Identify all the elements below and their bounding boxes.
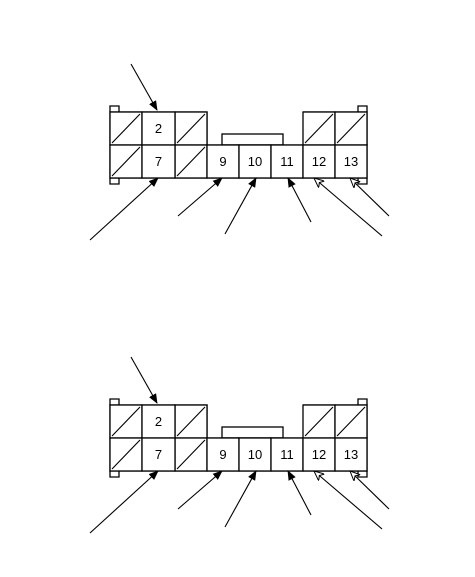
pin-arrow-12 bbox=[314, 178, 383, 237]
latch-left-top bbox=[109, 398, 120, 405]
pin-arrow-2 bbox=[130, 63, 158, 111]
pin-label-13: 13 bbox=[344, 154, 358, 169]
blank-cell-slash bbox=[176, 406, 206, 437]
pin-cell bbox=[270, 144, 304, 179]
blank-cell-slash bbox=[111, 439, 141, 470]
pin-arrow-12 bbox=[314, 471, 383, 530]
latch-left-bottom bbox=[109, 471, 120, 478]
pin-cell bbox=[141, 111, 176, 146]
connector-upper: 2 7 9 10 11 12 13 bbox=[89, 63, 390, 241]
pin-label-2: 2 bbox=[155, 414, 162, 429]
latch-right-bottom bbox=[357, 471, 368, 478]
blank-cell-slash bbox=[111, 113, 141, 144]
pin-arrow-9 bbox=[177, 470, 223, 510]
pin-arrow-7 bbox=[89, 177, 159, 241]
blank-cell-slash bbox=[304, 113, 334, 144]
pin-label-9: 9 bbox=[219, 154, 226, 169]
pin-label-11: 11 bbox=[280, 447, 294, 462]
pin-arrow-7 bbox=[89, 470, 159, 534]
pin-label-10: 10 bbox=[248, 447, 262, 462]
latch-right-bottom bbox=[357, 178, 368, 185]
pin-label-11: 11 bbox=[280, 154, 294, 169]
pin-label-12: 12 bbox=[312, 154, 326, 169]
pin-cell bbox=[141, 144, 176, 179]
pin-cell bbox=[141, 404, 176, 439]
pin-cell bbox=[238, 437, 272, 472]
center-tab bbox=[221, 133, 284, 146]
pin-label-12: 12 bbox=[312, 447, 326, 462]
blank-cell-slash bbox=[304, 406, 334, 437]
pin-cell bbox=[206, 437, 240, 472]
blank-cell-slash bbox=[111, 146, 141, 177]
connector-lower: 2 7 9 10 11 12 13 bbox=[89, 356, 390, 534]
pin-label-10: 10 bbox=[248, 154, 262, 169]
latch-left-top bbox=[109, 105, 120, 112]
pin-arrow-2 bbox=[130, 356, 158, 404]
pin-label-13: 13 bbox=[344, 447, 358, 462]
blank-cell-slash bbox=[336, 113, 366, 144]
latch-right-top bbox=[357, 105, 368, 112]
pin-label-7: 7 bbox=[155, 154, 162, 169]
center-tab bbox=[221, 426, 284, 439]
pin-label-9: 9 bbox=[219, 447, 226, 462]
latch-left-bottom bbox=[109, 178, 120, 185]
pin-label-2: 2 bbox=[155, 121, 162, 136]
latch-right-top bbox=[357, 398, 368, 405]
blank-cell-slash bbox=[176, 439, 206, 470]
blank-cell-slash bbox=[176, 113, 206, 144]
pin-label-7: 7 bbox=[155, 447, 162, 462]
pin-arrow-13 bbox=[350, 471, 390, 510]
blank-cell-slash bbox=[336, 406, 366, 437]
pin-arrow-13 bbox=[350, 178, 390, 217]
pin-arrow-10 bbox=[224, 470, 257, 528]
pin-arrow-11 bbox=[287, 470, 312, 516]
pin-arrow-10 bbox=[224, 177, 257, 235]
blank-cell-slash bbox=[176, 146, 206, 177]
pin-arrow-9 bbox=[177, 177, 223, 217]
pin-cell bbox=[141, 437, 176, 472]
pin-cell bbox=[206, 144, 240, 179]
connectors-layer: 2 7 9 10 11 12 13 2 7 9 10 11 12 13 bbox=[89, 63, 390, 534]
blank-cell-slash bbox=[111, 406, 141, 437]
pin-arrow-11 bbox=[287, 177, 312, 223]
